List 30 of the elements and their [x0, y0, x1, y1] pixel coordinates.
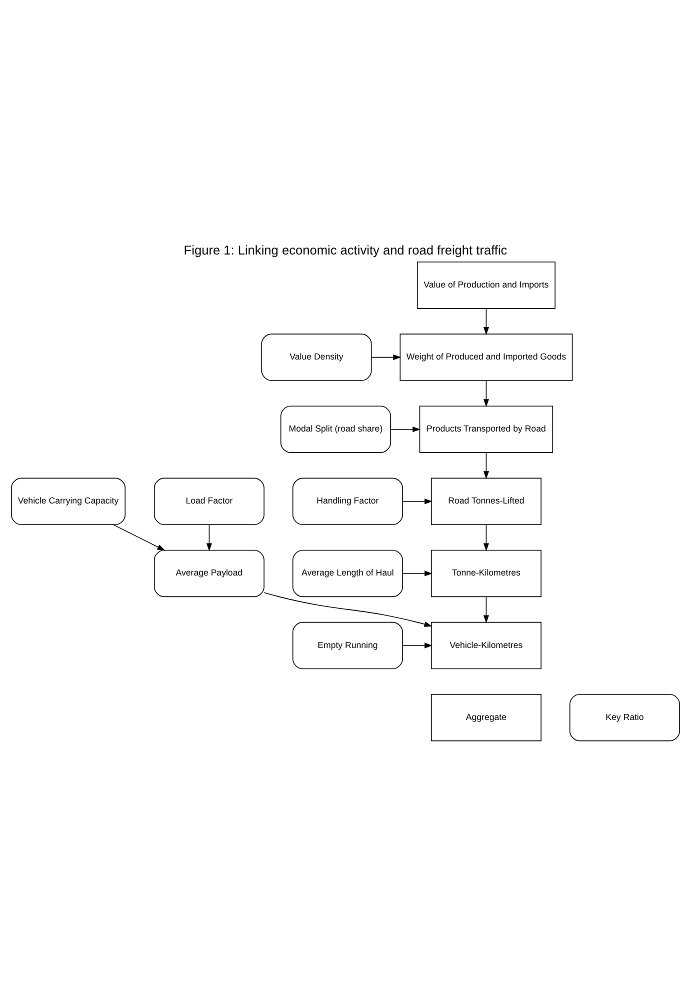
arrow	[112, 524, 166, 550]
node-box: Vehicle-Kilometres	[430, 621, 542, 669]
node-box: Empty Running	[292, 621, 403, 669]
node-box: Average Payload	[154, 549, 264, 597]
node-box: Key Ratio	[569, 693, 680, 741]
node-box: Value Density	[261, 333, 372, 380]
arrow	[206, 524, 212, 551]
node-box: Aggregate	[430, 693, 542, 741]
arrow	[402, 570, 433, 576]
node-box: Average Length of Haul	[292, 549, 403, 597]
arrow	[402, 498, 433, 504]
arrow	[483, 452, 490, 479]
arrow	[264, 592, 432, 626]
diagram-title: Figure 1: Linking economic activity and road freight traffic	[184, 242, 508, 258]
node-box: Value of Production and Imports	[416, 261, 556, 308]
arrow	[390, 426, 421, 432]
arrow	[371, 354, 402, 360]
node-box: Tonne-Kilometres	[430, 549, 542, 597]
arrow	[483, 524, 490, 551]
node-box: Modal Split (road share)	[280, 405, 391, 452]
node-box: Vehicle Carrying Capacity	[11, 477, 126, 525]
arrow	[402, 642, 433, 648]
arrow	[483, 596, 490, 623]
node-box: Load Factor	[154, 477, 264, 525]
arrow	[483, 380, 490, 407]
node-box: Road Tonnes-Lifted	[430, 477, 542, 525]
arrow	[483, 308, 490, 335]
node-box: Handling Factor	[292, 477, 403, 525]
node-box: Weight of Produced and Imported Goods	[400, 333, 573, 380]
node-box: Products Transported by Road	[419, 405, 554, 452]
